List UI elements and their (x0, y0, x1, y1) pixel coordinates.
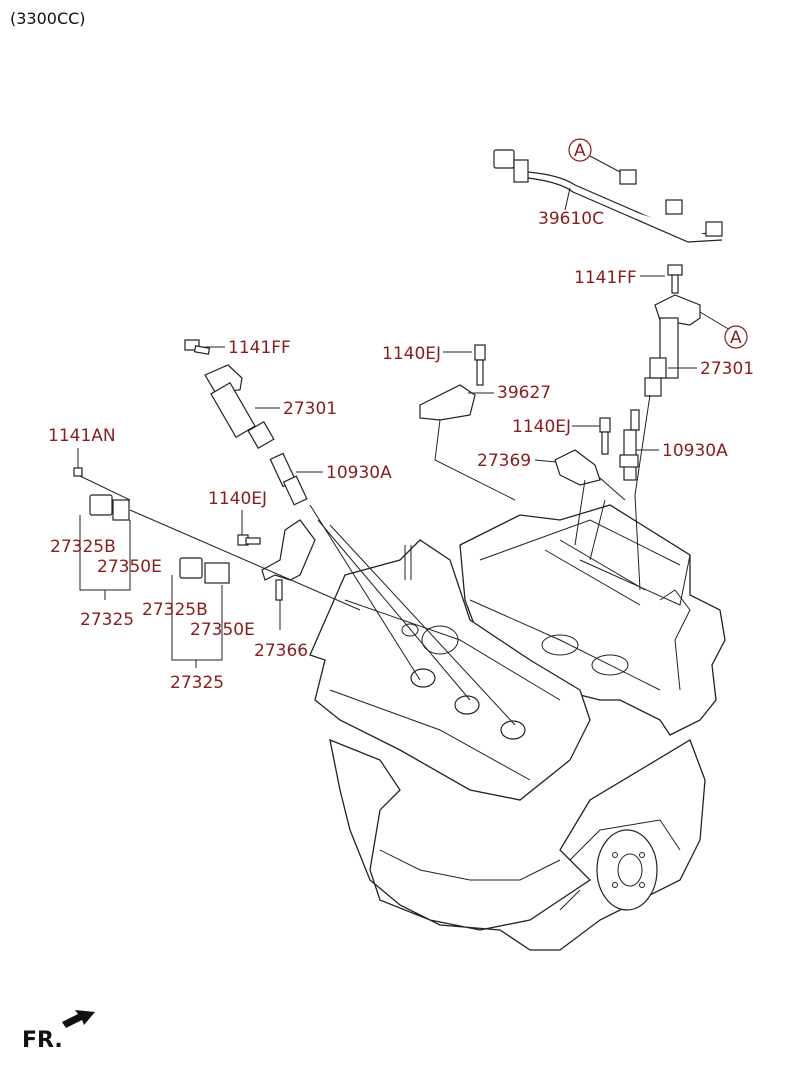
front-arrow-icon (62, 1010, 95, 1028)
label-bolt-sensor: 1141AN (48, 426, 116, 446)
label-harness: 39610C (538, 209, 604, 229)
label-bolt-left-coil: 1141FF (228, 338, 291, 358)
engine-block (309, 504, 726, 951)
label-bolt-27366: 1140EJ (208, 489, 267, 509)
label-bolt-27369: 1140EJ (512, 417, 571, 437)
bracket-27366 (237, 519, 316, 601)
label-sensor-1-b: 27325B (50, 537, 116, 557)
label-bolt-39627: 1140EJ (382, 344, 441, 364)
label-sensor-1-e: 27350E (97, 557, 162, 577)
bolt-left-coil (184, 339, 211, 355)
label-plug-right: 10930A (662, 441, 728, 461)
front-direction-indicator: FR. (22, 1010, 95, 1053)
bolt-right-coil (667, 264, 683, 294)
wiring-harness (493, 149, 723, 243)
bracket-39627 (419, 344, 516, 501)
label-plug-left: 10930A (326, 463, 392, 483)
front-label: FR. (22, 1028, 63, 1053)
bracket-27369 (554, 417, 611, 546)
label-coil-right: 27301 (700, 359, 754, 379)
label-sensor-2: 27325 (170, 673, 224, 693)
label-bolt-right-coil: 1141FF (574, 268, 637, 288)
spark-plug-right (599, 409, 640, 501)
reference-marker-coil: A (724, 325, 748, 349)
label-coil-left: 27301 (283, 399, 337, 419)
reference-marker-top: A (568, 138, 621, 173)
engine-variant-title: (3300CC) (10, 9, 86, 28)
knock-sensor-1 (73, 467, 361, 611)
label-sensor-2-b: 27325B (142, 600, 208, 620)
spark-plug-left (269, 452, 516, 726)
ignition-coil-left (204, 364, 275, 449)
ignition-coil-right (644, 294, 731, 397)
label-sensor-2-e: 27350E (190, 620, 255, 640)
svg-text:A: A (730, 328, 742, 348)
label-bracket-27369: 27369 (477, 451, 531, 471)
knock-sensor-2 (179, 557, 230, 584)
label-bracket-27366: 27366 (254, 641, 308, 661)
label-bracket-39627: 39627 (497, 383, 551, 403)
svg-text:A: A (574, 141, 586, 161)
label-sensor-1: 27325 (80, 610, 134, 630)
